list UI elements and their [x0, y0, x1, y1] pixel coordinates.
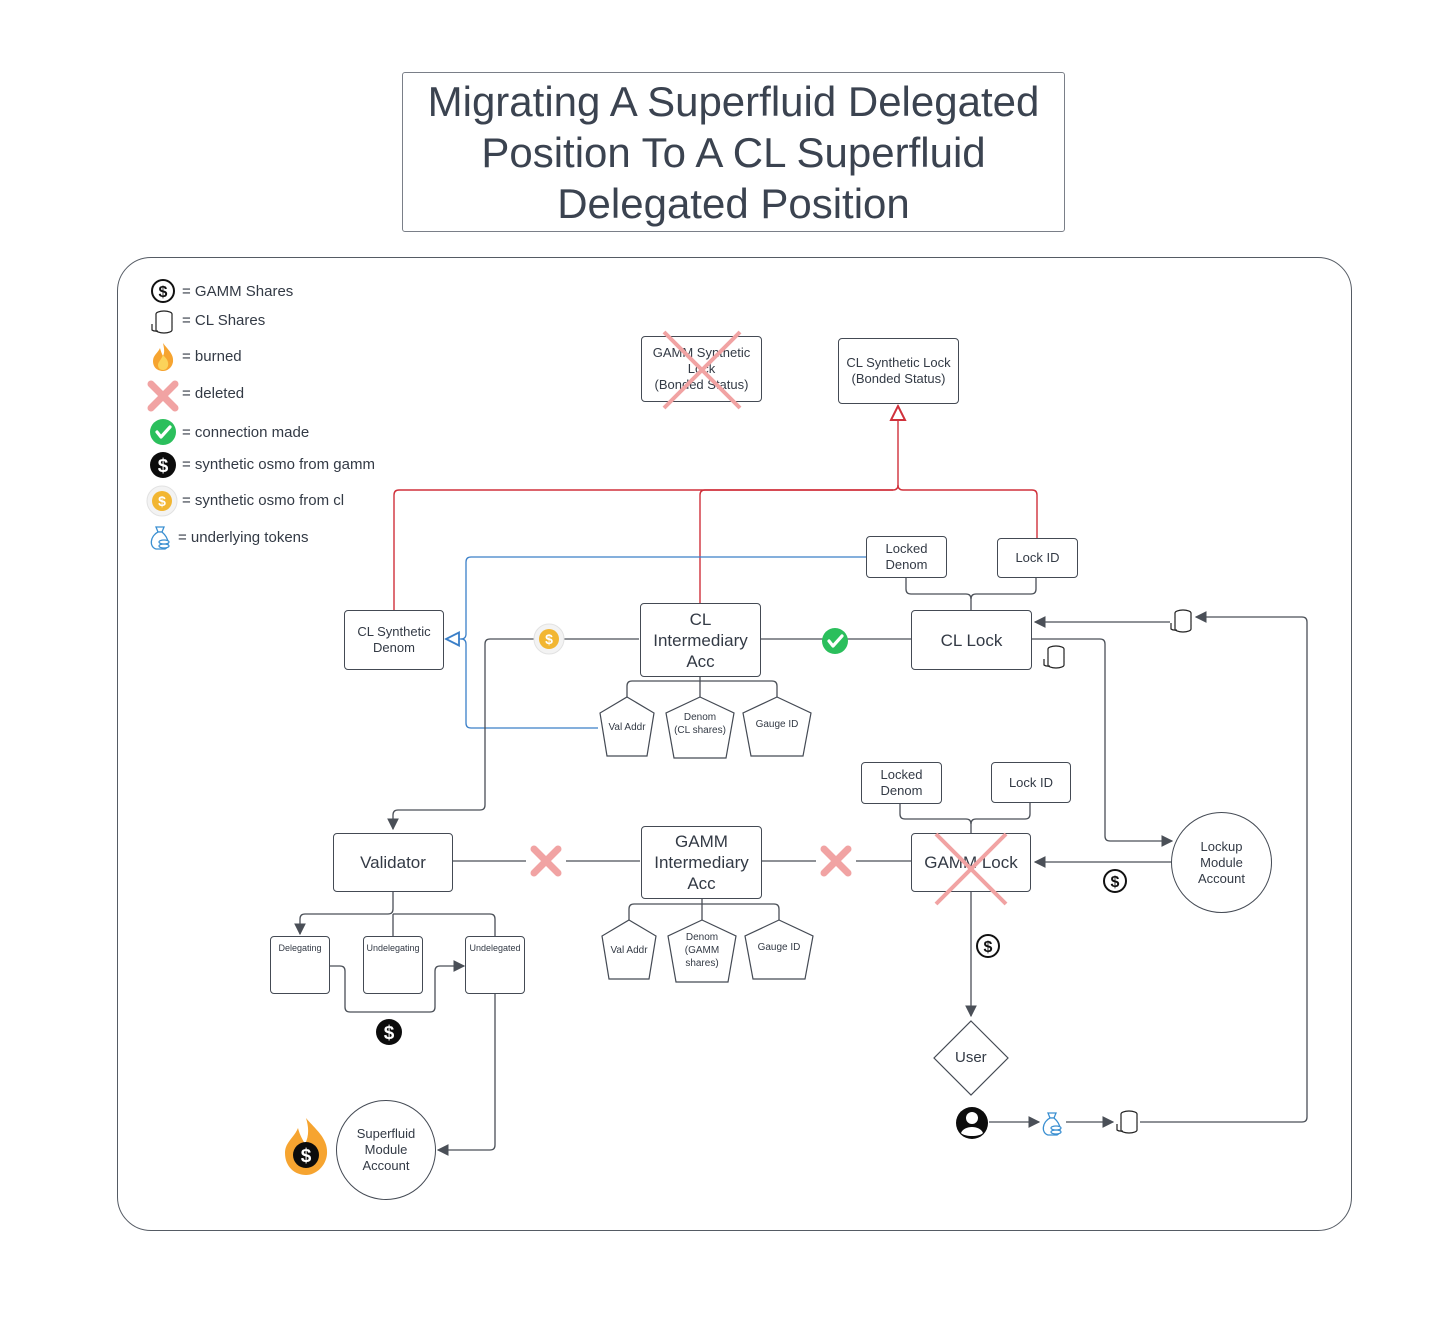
gamm-locked-denom-label: Locked Denom — [880, 767, 923, 798]
title-line-1: Migrating A Superfluid Delegated — [427, 77, 1040, 125]
legend-label: = burned — [182, 347, 242, 365]
cl-synthetic-osmo-icon — [533, 623, 565, 655]
cl-val-addr-label: Val Addr — [608, 722, 646, 733]
legend-label: = synthetic osmo from gamm — [182, 455, 375, 473]
gamm-pentagons — [601, 919, 814, 983]
gamm-denom-shape — [667, 919, 737, 983]
validator-node: Validator — [333, 833, 453, 892]
undelegated-status-node: Undelegated — [465, 936, 525, 994]
gamm-synthetic-lock-deleted-icon — [662, 330, 742, 410]
synthetic-osmo-gamm-icon — [376, 1019, 402, 1045]
legend-label: = GAMM Shares — [182, 282, 294, 300]
gamm-lock-link-deleted-icon — [824, 849, 848, 873]
cl-intermediary-acc-label: CL Intermediary Acc — [653, 609, 748, 671]
legend-row-deleted: = deleted — [148, 378, 244, 408]
lockup-module-account-label: Lockup Module Account — [1198, 838, 1245, 886]
cl-synthetic-lock-label: CL Synthetic Lock (Bonded Status) — [846, 355, 951, 386]
cl-lock-id-label: Lock ID — [1015, 550, 1060, 565]
dark-connectors — [294, 578, 1308, 1156]
undelegating-status-node: Undelegating — [363, 936, 423, 994]
undelegating-label: Undelegating — [366, 943, 420, 953]
connection-made-icon — [820, 626, 850, 656]
user-avatar-icon — [956, 1107, 988, 1139]
cl-locked-denom-node: Locked Denom — [866, 536, 947, 578]
cl-gauge-id-label: Gauge ID — [755, 719, 799, 730]
cl-locked-denom-label: Locked Denom — [885, 541, 928, 572]
lockup-gamm-shares-icon — [1103, 869, 1127, 893]
gamm-lock-id-label: Lock ID — [1008, 774, 1054, 790]
legend-row-burned: = burned — [148, 341, 242, 371]
cl-synthetic-denom-node: CL Synthetic Denom — [344, 610, 444, 670]
svg-text:$: $ — [301, 1146, 312, 1167]
legend-row-synthetic-gamm: = synthetic osmo from gamm — [148, 449, 375, 479]
blue-connectors — [446, 556, 866, 729]
gamm-val-addr-shape — [601, 919, 657, 980]
gamm-intermediary-acc-node: GAMM Intermediary Acc — [641, 826, 762, 899]
gamm-lock-id-node: Lock ID — [991, 762, 1071, 803]
gamm-lock-deleted-icon — [934, 832, 1008, 906]
diagram-frame — [117, 257, 1352, 1231]
burned-osmo-icon: $ — [285, 1118, 328, 1175]
gamm-val-addr-label: Val Addr — [610, 945, 648, 956]
delegating-label: Delegating — [278, 943, 322, 953]
red-connectors — [393, 406, 1038, 610]
cl-lock-id-node: Lock ID — [997, 538, 1078, 578]
gamm-intermediary-acc-label: GAMM Intermediary Acc — [654, 832, 749, 893]
superfluid-module-account-node: Superfluid Module Account — [336, 1100, 436, 1200]
validator-label: Validator — [360, 853, 426, 872]
user-cl-shares-icon — [1116, 1110, 1138, 1134]
legend-label: = underlying tokens — [178, 528, 309, 546]
gamm-gauge-id-label: Gauge ID — [757, 942, 801, 953]
undelegated-label: Undelegated — [469, 943, 521, 953]
legend-row-underlying: = underlying tokens — [148, 522, 309, 552]
cl-gauge-id-shape — [742, 696, 812, 757]
gamm-lock-label: GAMM Lock — [924, 853, 1018, 872]
gamm-denom-label: Denom (GAMM shares) — [684, 932, 720, 969]
legend-label: = deleted — [182, 384, 245, 402]
diagram-title: Migrating A Superfluid Delegated Positio… — [428, 76, 1040, 229]
validator-link-deleted-icon — [534, 849, 558, 873]
user-diamond — [933, 1020, 1009, 1096]
gamm-gauge-id-shape — [744, 919, 814, 980]
cl-lock-node: CL Lock — [911, 610, 1032, 670]
gamm-lock-node: GAMM Lock — [911, 833, 1031, 892]
legend-label: = connection made — [182, 423, 310, 441]
cl-pentagons — [599, 696, 812, 759]
cl-lock-label: CL Lock — [940, 630, 1003, 650]
lockup-module-account-node: Lockup Module Account — [1171, 812, 1272, 913]
superfluid-module-account-label: Superfluid Module Account — [356, 1126, 416, 1173]
cl-lock-shares-icon — [1043, 645, 1065, 669]
title-line-2: Position To A CL Superfluid — [481, 128, 986, 176]
user-label: User — [955, 1049, 987, 1066]
legend-label: = synthetic osmo from cl — [182, 491, 345, 509]
legend-row-cl-shares: = CL Shares — [148, 305, 265, 335]
diagram-title-box: Migrating A Superfluid Delegated Positio… — [402, 72, 1065, 232]
legend-label: = CL Shares — [182, 311, 266, 329]
cl-synthetic-lock-node: CL Synthetic Lock (Bonded Status) — [838, 338, 959, 404]
legend-row-gamm-shares: = GAMM Shares — [148, 276, 293, 306]
title-line-3: Delegated Position — [557, 179, 910, 227]
legend-row-connection: = connection made — [148, 417, 309, 447]
delegating-status-node: Delegating — [270, 936, 330, 994]
cl-denom-shape — [665, 696, 735, 759]
gamm-locked-denom-node: Locked Denom — [861, 762, 942, 804]
legend-row-synthetic-cl: = synthetic osmo from cl — [148, 485, 344, 515]
underlying-tokens-icon — [1042, 1112, 1062, 1136]
cl-synthetic-denom-label: CL Synthetic Denom — [357, 624, 431, 655]
cl-denom-label: Denom (CL shares) — [674, 712, 726, 736]
cl-val-addr-shape — [599, 696, 655, 757]
cl-intermediary-acc-node: CL Intermediary Acc — [640, 603, 761, 677]
user-gamm-shares-icon — [976, 934, 1000, 958]
return-cl-shares-icon — [1170, 609, 1192, 633]
